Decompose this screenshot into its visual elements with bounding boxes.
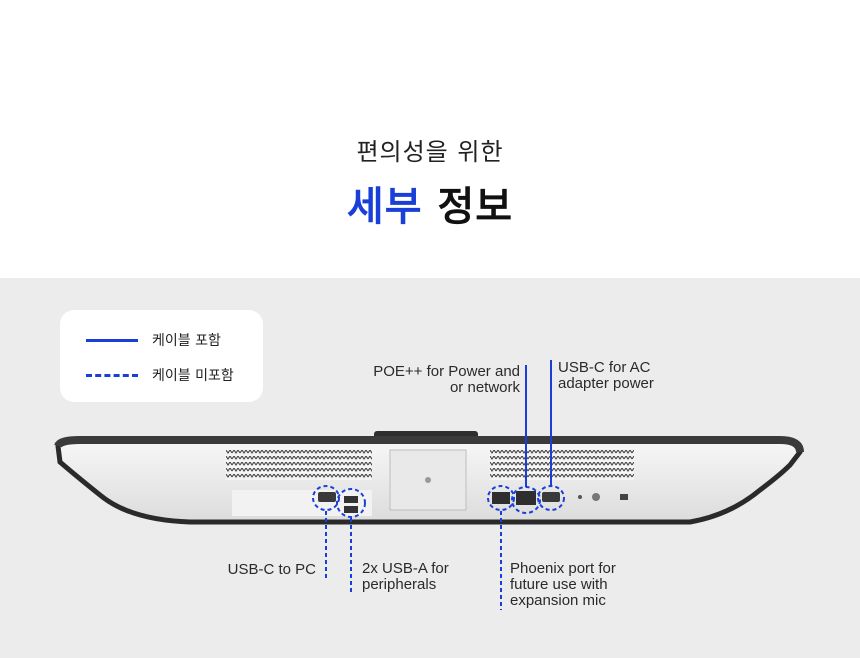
usbc-pc-label-line1: USB-C to PC	[227, 561, 316, 578]
usbc-ac-label: USB-C for AC adapter power	[558, 360, 698, 392]
poe-label-line2: or network	[449, 379, 520, 396]
phoenix-label-line3: expansion mic	[510, 592, 606, 609]
phoenix-label: Phoenix port for future use with expansi…	[510, 561, 650, 609]
legend-row-not-included: 케이블 미포함	[86, 365, 234, 385]
usbc-ac-label-line2: adapter power	[558, 375, 654, 392]
legend-not-included-label: 케이블 미포함	[152, 368, 234, 384]
legend-box: 케이블 포함 케이블 미포함	[60, 310, 263, 402]
usb-c-port-ac	[542, 492, 560, 502]
title-rest: 정보	[437, 184, 514, 230]
phoenix-label-line2: future use with	[510, 576, 608, 593]
usba-label-line2: peripherals	[362, 576, 437, 593]
title-accent: 세부	[346, 184, 423, 230]
speaker-grille-right	[490, 450, 634, 480]
solid-line-icon	[86, 338, 138, 342]
phoenix-label-line1: Phoenix port for	[510, 560, 616, 577]
usb-a-port-1	[344, 496, 358, 503]
section-subtitle: 편의성을 위한	[356, 138, 504, 166]
usba-label: 2x USB-A for peripherals	[362, 561, 482, 593]
phoenix-port	[492, 492, 510, 504]
speaker-grille-left	[226, 450, 372, 480]
legend-row-included: 케이블 포함	[86, 330, 221, 350]
phoenix-highlight	[487, 485, 515, 511]
usbc-ac-label-line1: USB-C for AC	[558, 359, 651, 376]
ethernet-port	[516, 491, 536, 505]
header-section: 편의성을 위한 세부 정보	[0, 0, 860, 278]
usba-label-line1: 2x USB-A for	[362, 560, 449, 577]
dashed-line-icon	[86, 373, 138, 377]
usb-a-highlight	[336, 488, 366, 518]
legend-included-label: 케이블 포함	[152, 333, 221, 349]
usb-a-port-2	[344, 506, 358, 513]
section-title: 세부 정보	[0, 174, 860, 232]
usb-c-port-pc	[318, 492, 336, 502]
usbc-pc-label: USB-C to PC	[200, 562, 316, 578]
poe-label: POE++ for Power and or network	[340, 364, 520, 396]
poe-label-line1: POE++ for Power and	[373, 363, 520, 380]
